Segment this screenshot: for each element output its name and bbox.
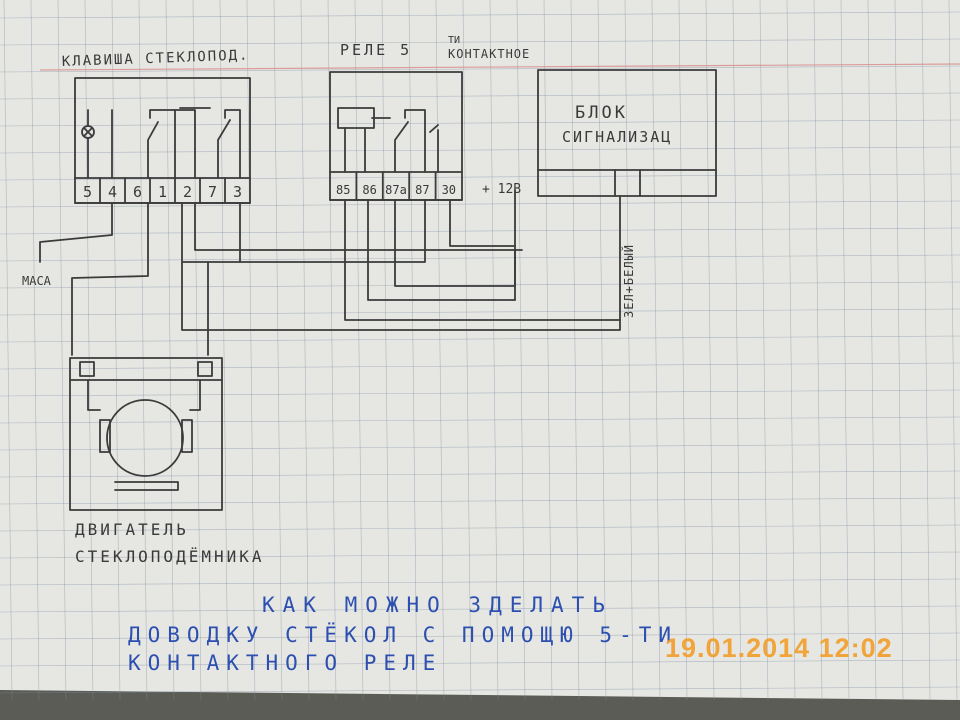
ground-label: МАСА bbox=[22, 274, 52, 288]
switch-pin-2: 6 bbox=[133, 183, 142, 201]
switch-pin-3: 1 bbox=[158, 183, 167, 201]
svg-text:СИГНАЛИЗАЦ: СИГНАЛИЗАЦ bbox=[562, 128, 672, 146]
relay-pin-1: 86 bbox=[362, 183, 376, 197]
relay-pin-4: 30 bbox=[442, 183, 456, 197]
relay-pin-3: 87 bbox=[415, 183, 429, 197]
caption-line1: КАК МОЖНО ЗДЕЛАТЬ bbox=[262, 593, 613, 617]
relay-title-superscript: ТИ bbox=[448, 35, 460, 46]
caption-line2: ДОВОДКУ СТЁКОЛ С ПОМОЩЮ 5-ТИ bbox=[128, 622, 678, 647]
switch-pin-4: 2 bbox=[183, 183, 192, 201]
switch-pin-6: 3 bbox=[233, 183, 242, 201]
motor-label-line2: СТЕКЛОПОДЁМНИКА bbox=[75, 547, 265, 566]
motor-rotor bbox=[106, 399, 184, 477]
power-label: + 12В bbox=[482, 182, 521, 197]
alarm-wire-label: ЗЕЛ+БЕЛЫЙ bbox=[621, 244, 636, 318]
window-motor bbox=[69, 357, 223, 511]
alarm-unit: БЛОК СИГНАЛИЗАЦ bbox=[537, 69, 717, 197]
switch-pin-5: 7 bbox=[208, 183, 217, 201]
relay: 85 86 87а 87 30 bbox=[329, 71, 463, 201]
caption-line3: КОНТАКТНОГО РЕЛЕ bbox=[128, 651, 442, 675]
wiring bbox=[39, 189, 621, 356]
margin-line bbox=[39, 63, 960, 71]
switch-contacts bbox=[81, 107, 241, 179]
relay-pin-0: 85 bbox=[336, 183, 350, 197]
svg-text:БЛОК: БЛОК bbox=[575, 103, 628, 123]
relay-pin-2: 87а bbox=[385, 183, 407, 197]
relay-title-prefix: РЕЛЕ 5 bbox=[340, 41, 412, 59]
camera-timestamp: 19.01.2014 12:02 bbox=[665, 633, 893, 663]
switch-pin-1: 4 bbox=[108, 183, 117, 201]
motor-label-line1: ДВИГАТЕЛЬ bbox=[75, 520, 189, 539]
relay-title-suffix: КОНТАКТНОЕ bbox=[448, 47, 530, 61]
switch-title: КЛАВИША СТЕКЛОПОД. bbox=[62, 47, 250, 70]
switch-pin-0: 5 bbox=[83, 183, 92, 201]
